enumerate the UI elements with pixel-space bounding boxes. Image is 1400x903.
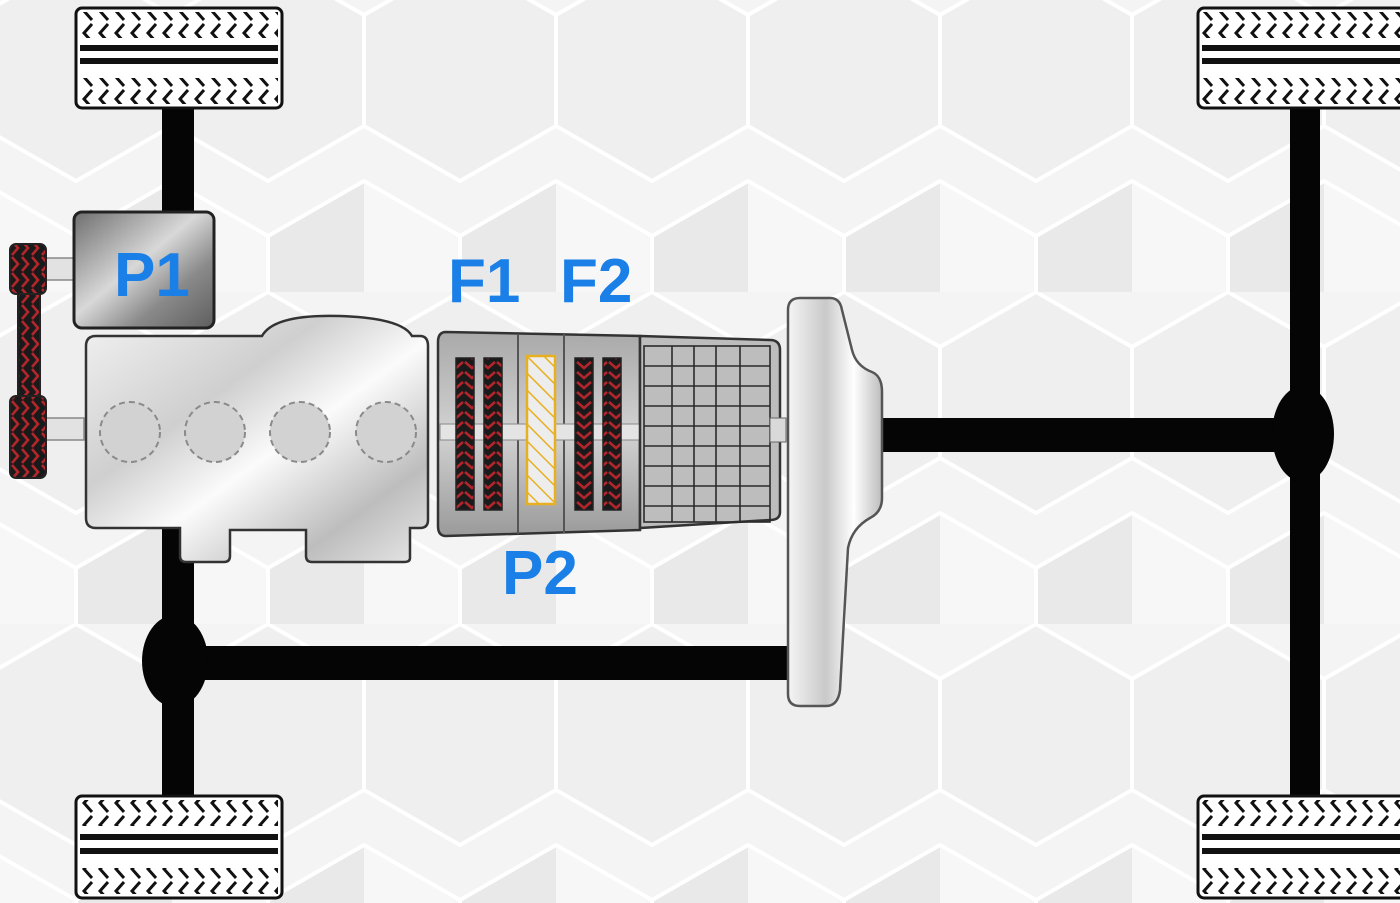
tire-rear-left-icon: [1196, 6, 1400, 110]
engine-cylinder-icon: [99, 401, 161, 463]
f2-clutch-disc-icon: [602, 357, 622, 511]
prop-shaft-rear: [880, 418, 1310, 452]
p2-label: P2: [502, 539, 578, 608]
belt-drive: [9, 243, 85, 479]
tire-front-left-icon: [74, 6, 284, 110]
transfer-case: [786, 296, 884, 708]
drive-shafts: [142, 100, 1334, 810]
f1-clutch-disc-icon: [455, 357, 475, 511]
front-differential-icon: [142, 615, 208, 707]
prop-shaft-front: [190, 646, 790, 680]
front-axle-upper: [162, 100, 194, 230]
crank-pulley-shaft: [41, 417, 85, 441]
gearbox: [638, 334, 787, 530]
engine-block: [84, 314, 430, 564]
p1-pulley-icon: [9, 243, 47, 295]
tire-front-right-icon: [74, 794, 284, 900]
engine-cylinder-icon: [184, 401, 246, 463]
engine-cylinder-icon: [355, 401, 417, 463]
p1-motor: [72, 210, 216, 330]
tire-rear-right-icon: [1196, 794, 1400, 900]
clutch-housing: [436, 330, 642, 538]
f1-label: F1: [448, 247, 520, 316]
rear-differential-icon: [1272, 386, 1334, 482]
f2-label: F2: [560, 247, 632, 316]
f2-clutch-disc-icon: [574, 357, 594, 511]
crank-pulley-icon: [9, 395, 47, 479]
p2-motor-rotor: [525, 354, 557, 506]
f1-clutch-disc-icon: [483, 357, 503, 511]
p1-label: P1: [114, 241, 190, 310]
engine-cylinder-icon: [269, 401, 331, 463]
